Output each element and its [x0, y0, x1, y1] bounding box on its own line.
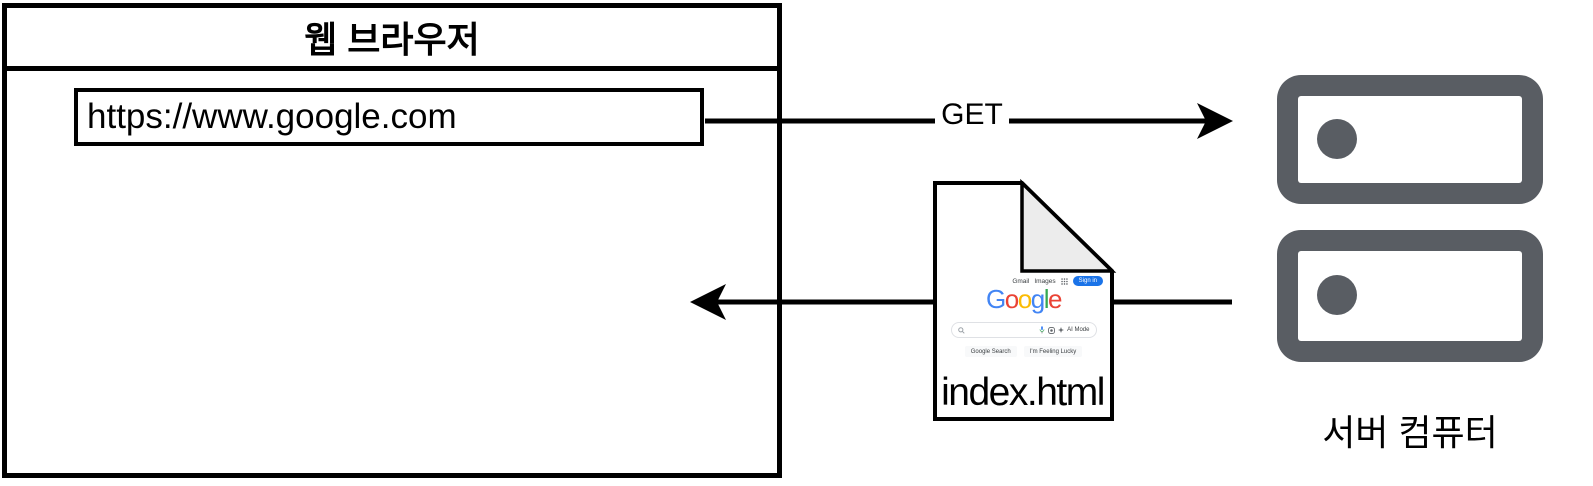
- mic-icon: [1039, 326, 1045, 334]
- apps-grid-icon: [1060, 277, 1068, 285]
- ai-mode-icon: [1058, 327, 1065, 333]
- feeling-lucky-button: I'm Feeling Lucky: [1023, 346, 1083, 357]
- server-panel: [1298, 251, 1522, 341]
- browser-window: 웹 브라우저 https://www.google.com: [2, 3, 782, 478]
- server-unit-top: [1277, 75, 1543, 204]
- sign-in-button: Sign in: [1072, 276, 1103, 286]
- search-icon: [957, 326, 965, 334]
- request-method-label: GET: [935, 97, 1009, 133]
- browser-title: 웹 브라우저: [304, 19, 480, 60]
- google-page-preview: Gmail Images Sign in Google: [937, 272, 1110, 370]
- browser-titlebar: 웹 브라우저: [7, 8, 777, 71]
- get-arrowhead-icon: [1197, 103, 1233, 139]
- lens-icon: [1048, 326, 1056, 334]
- file-fold-corner-icon: [1020, 178, 1117, 273]
- file-name-label: index.html: [941, 371, 1105, 414]
- address-bar: https://www.google.com: [74, 88, 704, 146]
- server-panel: [1298, 96, 1522, 183]
- server-unit-bottom: [1277, 230, 1543, 362]
- server-indicator-dot-icon: [1317, 275, 1357, 315]
- gmail-link: Gmail: [1012, 277, 1030, 285]
- preview-buttons-row: Google Search I'm Feeling Lucky: [937, 346, 1110, 357]
- preview-topbar: Gmail Images Sign in: [1012, 276, 1103, 286]
- google-search-button: Google Search: [964, 346, 1017, 357]
- images-link: Images: [1034, 277, 1056, 285]
- google-logo: Google: [986, 284, 1062, 314]
- search-pill: AI Mode: [950, 322, 1097, 338]
- server-label: 서버 컴퓨터: [1322, 412, 1498, 453]
- address-url: https://www.google.com: [87, 97, 457, 136]
- server-indicator-dot-icon: [1317, 119, 1357, 159]
- ai-mode-label: AI Mode: [1067, 327, 1090, 333]
